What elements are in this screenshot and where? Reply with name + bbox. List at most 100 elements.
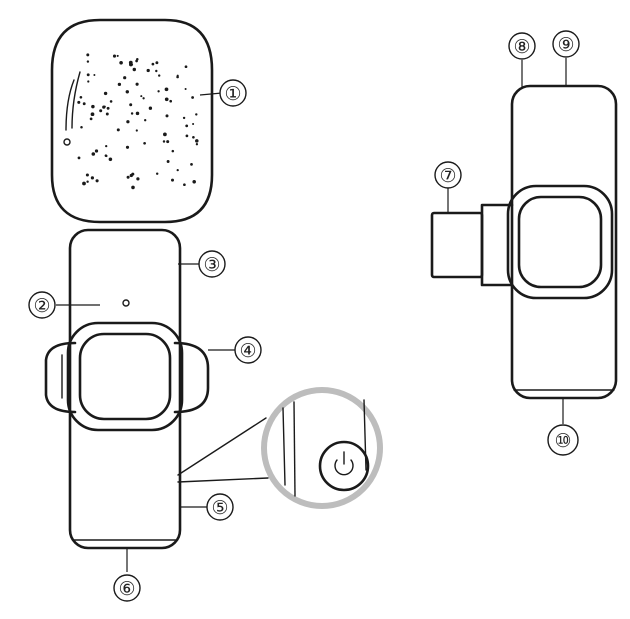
- svg-text:①: ①: [224, 83, 241, 105]
- windscreen-texture: [77, 53, 199, 190]
- usb-connector: [430, 211, 484, 279]
- callout-5: ⑤: [206, 493, 234, 521]
- callout-8: ⑧: [508, 32, 536, 60]
- foam-dot: [129, 173, 133, 178]
- foam-dot: [126, 120, 130, 124]
- foam-dot: [169, 99, 173, 103]
- foam-dot: [91, 152, 96, 156]
- foam-dot: [151, 62, 155, 66]
- foam-dot: [190, 163, 193, 166]
- foam-dot: [135, 129, 138, 132]
- foam-dot: [192, 122, 195, 126]
- callout-6: ⑥: [113, 574, 141, 602]
- foam-dot: [165, 114, 169, 118]
- foam-dot: [87, 80, 90, 83]
- foam-dot: [82, 102, 86, 106]
- foam-dot: [185, 134, 189, 138]
- foam-dot: [192, 136, 195, 139]
- foam-dot: [140, 95, 143, 98]
- svg-text:②: ②: [33, 295, 50, 317]
- foam-dot: [184, 87, 187, 91]
- foam-dot: [176, 75, 179, 79]
- foam-dot: [119, 61, 123, 65]
- callout-9: ⑨: [552, 30, 580, 58]
- foam-dot: [126, 175, 130, 179]
- foam-dot: [80, 125, 83, 129]
- callout-2: ②: [28, 291, 56, 319]
- foam-dot: [106, 106, 110, 110]
- callout-1: ①: [219, 79, 247, 107]
- foam-dot: [185, 124, 189, 128]
- foam-dot: [155, 69, 158, 73]
- foam-dot: [117, 82, 122, 87]
- foam-dot: [89, 117, 93, 121]
- foam-dot: [166, 140, 170, 144]
- foam-dot: [146, 68, 150, 73]
- callout-10: ⑩: [547, 424, 579, 456]
- foam-dot: [155, 61, 159, 65]
- foam-dot: [184, 65, 188, 69]
- foam-dot: [86, 60, 90, 63]
- foam-dot: [90, 112, 95, 117]
- foam-dot: [129, 103, 133, 107]
- microphone-transmitter: [44, 228, 210, 550]
- foam-dot: [195, 113, 198, 116]
- foam-dot: [164, 97, 169, 102]
- foam-windscreen: [50, 18, 214, 224]
- foam-dot: [171, 149, 175, 153]
- svg-text:⑨: ⑨: [557, 34, 574, 56]
- foam-dot: [104, 154, 108, 157]
- foam-dot: [166, 160, 170, 163]
- svg-text:③: ③: [203, 254, 220, 276]
- foam-dot: [93, 74, 96, 76]
- foam-dot: [135, 59, 138, 63]
- svg-text:⑦: ⑦: [439, 165, 456, 187]
- foam-dot: [135, 111, 140, 116]
- callout-7: ⑦: [434, 161, 462, 189]
- foam-dot: [125, 90, 129, 94]
- foam-dot: [135, 82, 139, 86]
- foam-dot: [157, 90, 160, 93]
- foam-dot: [162, 140, 166, 143]
- foam-dot: [91, 104, 95, 109]
- foam-dot: [195, 139, 199, 143]
- foam-dot: [116, 54, 119, 57]
- foam-dot: [163, 132, 167, 137]
- foam-dot: [164, 87, 169, 92]
- foam-dot: [176, 168, 179, 172]
- foam-dot: [77, 156, 81, 160]
- foam-dot: [148, 106, 153, 110]
- svg-text:⑩: ⑩: [554, 430, 571, 452]
- svg-text:④: ④: [239, 340, 256, 362]
- leader-lines: [56, 58, 567, 572]
- foam-dot: [105, 144, 108, 148]
- foam-dot: [195, 143, 199, 146]
- foam-dot: [131, 185, 135, 190]
- svg-text:⑧: ⑧: [513, 36, 530, 58]
- receiver: [430, 84, 618, 400]
- foam-dot: [136, 177, 140, 181]
- foam-dot: [103, 105, 106, 108]
- foam-dot: [144, 119, 147, 122]
- foam-dot: [86, 180, 89, 183]
- foam-dot: [192, 180, 196, 184]
- foam-dot: [85, 173, 89, 177]
- foam-dot: [143, 141, 146, 145]
- svg-text:⑥: ⑥: [118, 578, 135, 600]
- callout-3: ③: [198, 250, 226, 278]
- foam-dot: [123, 76, 127, 80]
- foam-dot: [86, 53, 90, 57]
- foam-dot: [95, 179, 99, 183]
- foam-dot: [128, 60, 133, 65]
- foam-dot: [142, 97, 145, 100]
- foam-dot: [116, 128, 120, 132]
- foam-dot: [86, 73, 90, 77]
- foam-dot: [90, 176, 94, 180]
- foam-dot: [94, 149, 99, 153]
- power-button-zoom: [177, 387, 383, 509]
- foam-dot: [132, 67, 137, 72]
- foam-dot: [103, 91, 108, 96]
- foam-dot: [130, 112, 134, 115]
- foam-dot: [171, 178, 174, 182]
